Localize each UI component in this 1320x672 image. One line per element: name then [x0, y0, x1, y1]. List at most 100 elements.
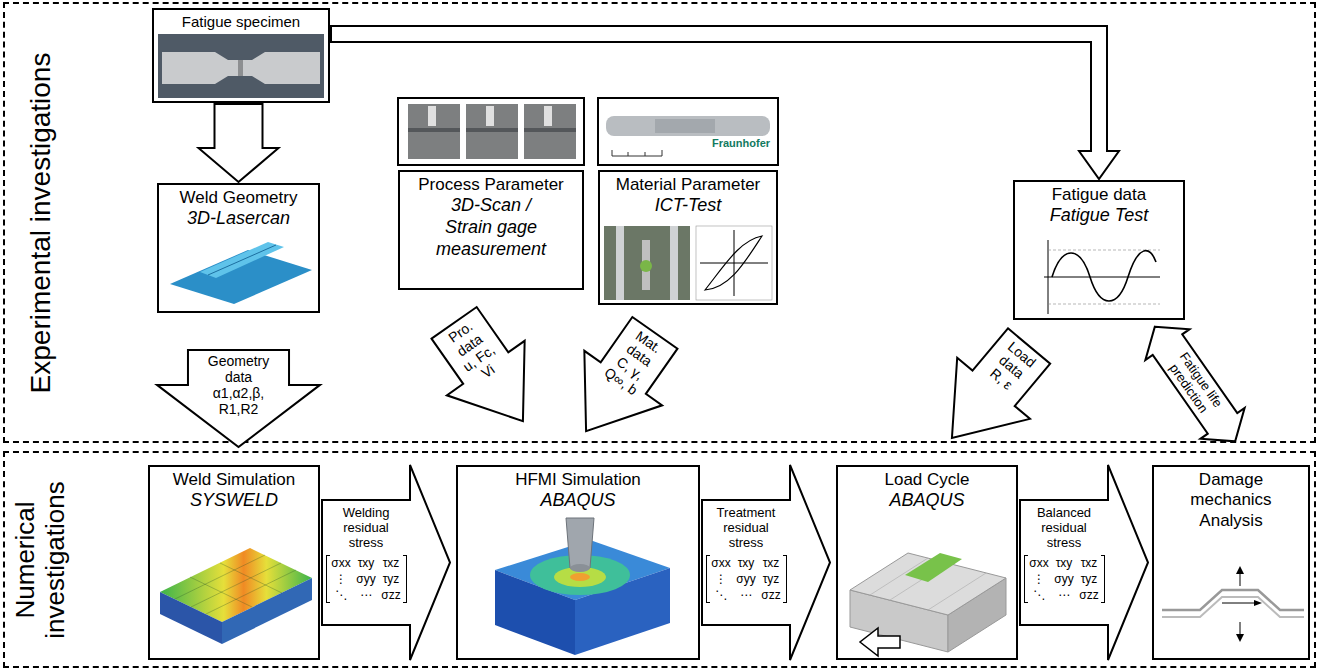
- process-specimen-photos: [466, 128, 518, 132]
- arrow-shape: [1133, 311, 1258, 457]
- box-title: Damage mechanics Analysis: [1176, 470, 1286, 531]
- damage-sketch: [1222, 603, 1256, 604]
- material-specimen-photo: [645, 152, 646, 156]
- parameter-list: α1,α2,β, R1,R2: [199, 385, 279, 417]
- specimen-photo: [238, 60, 243, 76]
- process-specimen-photos: [486, 106, 494, 126]
- double-block-arrow: Fatigue life prediction: [1133, 311, 1258, 457]
- damage-sketch: [1254, 600, 1262, 606]
- damage-sketch: [1236, 634, 1244, 642]
- hfmi-model: [495, 518, 670, 655]
- weld-surface-scan: [170, 242, 312, 304]
- weld-simulation-plate: [222, 578, 312, 644]
- matrix-cell: σyy: [1054, 571, 1073, 587]
- matrix-cell: ⋯: [740, 587, 752, 603]
- matrix-cell: τyz: [383, 571, 400, 587]
- weld-simulation-plate: [220, 563, 282, 593]
- matrix-cell: ⋮: [335, 571, 347, 587]
- process-box: Load CycleABAQUS: [836, 465, 1018, 660]
- block-arrow: Mat. dataC, γ, Q∞, b: [547, 306, 694, 459]
- matrix-cell: τxy: [1056, 555, 1073, 571]
- arrow-shape: [547, 306, 694, 459]
- process-specimen-photos: [398, 98, 584, 165]
- material-specimen-photo: [598, 98, 778, 165]
- matrix-cell: ⋯: [360, 587, 372, 603]
- hfmi-model: [566, 518, 594, 568]
- arrow-shape: [702, 465, 830, 660]
- matrix-cell: τxz: [383, 555, 400, 571]
- matrix-cell: σxx: [711, 555, 730, 571]
- box-title: Material Parameter: [604, 175, 772, 195]
- ict-test-images: [705, 236, 762, 290]
- band-panel: Experimental investigationsFatigue speci…: [3, 2, 1316, 443]
- process-box: Weld Geometry3D-Lasercan: [157, 183, 320, 313]
- damage-sketch: [1240, 622, 1241, 636]
- text-stack: Geometry dataα1,α2,β, R1,R2: [157, 350, 320, 417]
- process-specimen-photos: [428, 106, 436, 126]
- ict-test-images: [604, 226, 690, 300]
- text-stack: Welding residual stressσxxτxyτxz⋮σyyτyz⋱…: [325, 505, 407, 603]
- text-stack: Treatment residual stressσxxτxyτxz⋮σyyτy…: [705, 505, 787, 603]
- load-cycle-model: [850, 553, 1006, 656]
- box-subtitle: ICT-Test: [604, 195, 772, 217]
- block-arrow: Treatment residual stressσxxτxyτxz⋮σyyτy…: [702, 465, 830, 660]
- process-specimen-photos: [524, 104, 576, 159]
- matrix-cell: τxz: [1081, 555, 1098, 571]
- matrix-cell: ⋮: [715, 571, 727, 587]
- matrix-cell: ⋯: [1058, 587, 1070, 603]
- process-specimen-photos: [524, 128, 576, 132]
- weld-simulation-plate: [190, 577, 252, 607]
- text-stack: Weld Geometry3D-Lasercan: [159, 185, 318, 230]
- matrix-cell: ⋱: [715, 587, 727, 603]
- hfmi-model: [570, 573, 590, 581]
- matrix-cell: ⋮: [1033, 571, 1045, 587]
- material-specimen-photo: [598, 98, 778, 165]
- box-title: Process Parameter: [404, 175, 578, 195]
- arrow-label: Treatment residual stress: [705, 505, 787, 550]
- specimen-photo: [162, 52, 320, 84]
- box-title: Weld Simulation: [154, 470, 314, 490]
- ict-test-images: [696, 226, 772, 300]
- process-box: HFMI SimulationABAQUS: [456, 465, 700, 660]
- block-arrow: Welding residual stressσxxτxyτxz⋮σyyτyz⋱…: [322, 465, 450, 660]
- block-arrow: Pro. datau, Fc, Vi: [415, 296, 562, 449]
- box-title: HFMI Simulation: [462, 470, 694, 490]
- matrix-cell: τyz: [1081, 571, 1098, 587]
- text-stack: Fatigue life prediction: [1153, 334, 1238, 433]
- box-subtitle: 3D-Scan / Strain gage measurement: [426, 195, 556, 260]
- matrix-bracket: [403, 555, 407, 603]
- material-specimen-photo: [612, 156, 662, 157]
- process-specimen-photos: [544, 106, 552, 126]
- ict-test-images: [640, 260, 652, 272]
- process-box: Material ParameterICT-Test: [598, 170, 778, 305]
- matrix-cell: σyy: [356, 571, 375, 587]
- band-title: Experimental investigations: [25, 13, 57, 433]
- block-arrow: Balanced residual stressσxxτxyτxz⋮σyyτyz…: [1020, 465, 1148, 660]
- load-cycle-model: [850, 553, 1006, 615]
- box-title: Weld Geometry: [163, 188, 314, 208]
- box-subtitle: ABAQUS: [462, 490, 694, 512]
- matrix-cell: σzz: [381, 587, 400, 603]
- weld-simulation-plate: [160, 548, 312, 644]
- material-specimen-photo: [606, 116, 770, 136]
- weld-simulation-plate: [191, 563, 281, 607]
- matrix-cell: τxy: [738, 555, 755, 571]
- arrow-outline: [915, 316, 1065, 469]
- weld-simulation-plate: [206, 570, 296, 614]
- matrix-bracket: [783, 555, 787, 603]
- damage-sketch: [1236, 566, 1244, 574]
- matrix-cell: σyy: [736, 571, 755, 587]
- logo-label: Fraunhofer: [712, 137, 770, 149]
- band-title: Numerical investigations: [11, 460, 71, 660]
- process-box: Fatigue dataFatigue Test: [1013, 180, 1185, 320]
- stress-matrix: σxxτxyτxz⋮σyyτyz⋱⋯σzz: [326, 555, 407, 603]
- ict-test-images: [616, 226, 624, 300]
- hollow-arrow: [331, 26, 1119, 179]
- band-panel: Numerical investigationsWeld SimulationS…: [3, 451, 1316, 668]
- damage-sketch: [1162, 566, 1304, 642]
- text-stack: Process Parameter3D-Scan / Strain gage m…: [400, 172, 582, 260]
- process-box: Process Parameter3D-Scan / Strain gage m…: [398, 170, 584, 290]
- specimen-photo: [158, 34, 324, 98]
- process-box: Damage mechanics Analysis: [1152, 465, 1310, 660]
